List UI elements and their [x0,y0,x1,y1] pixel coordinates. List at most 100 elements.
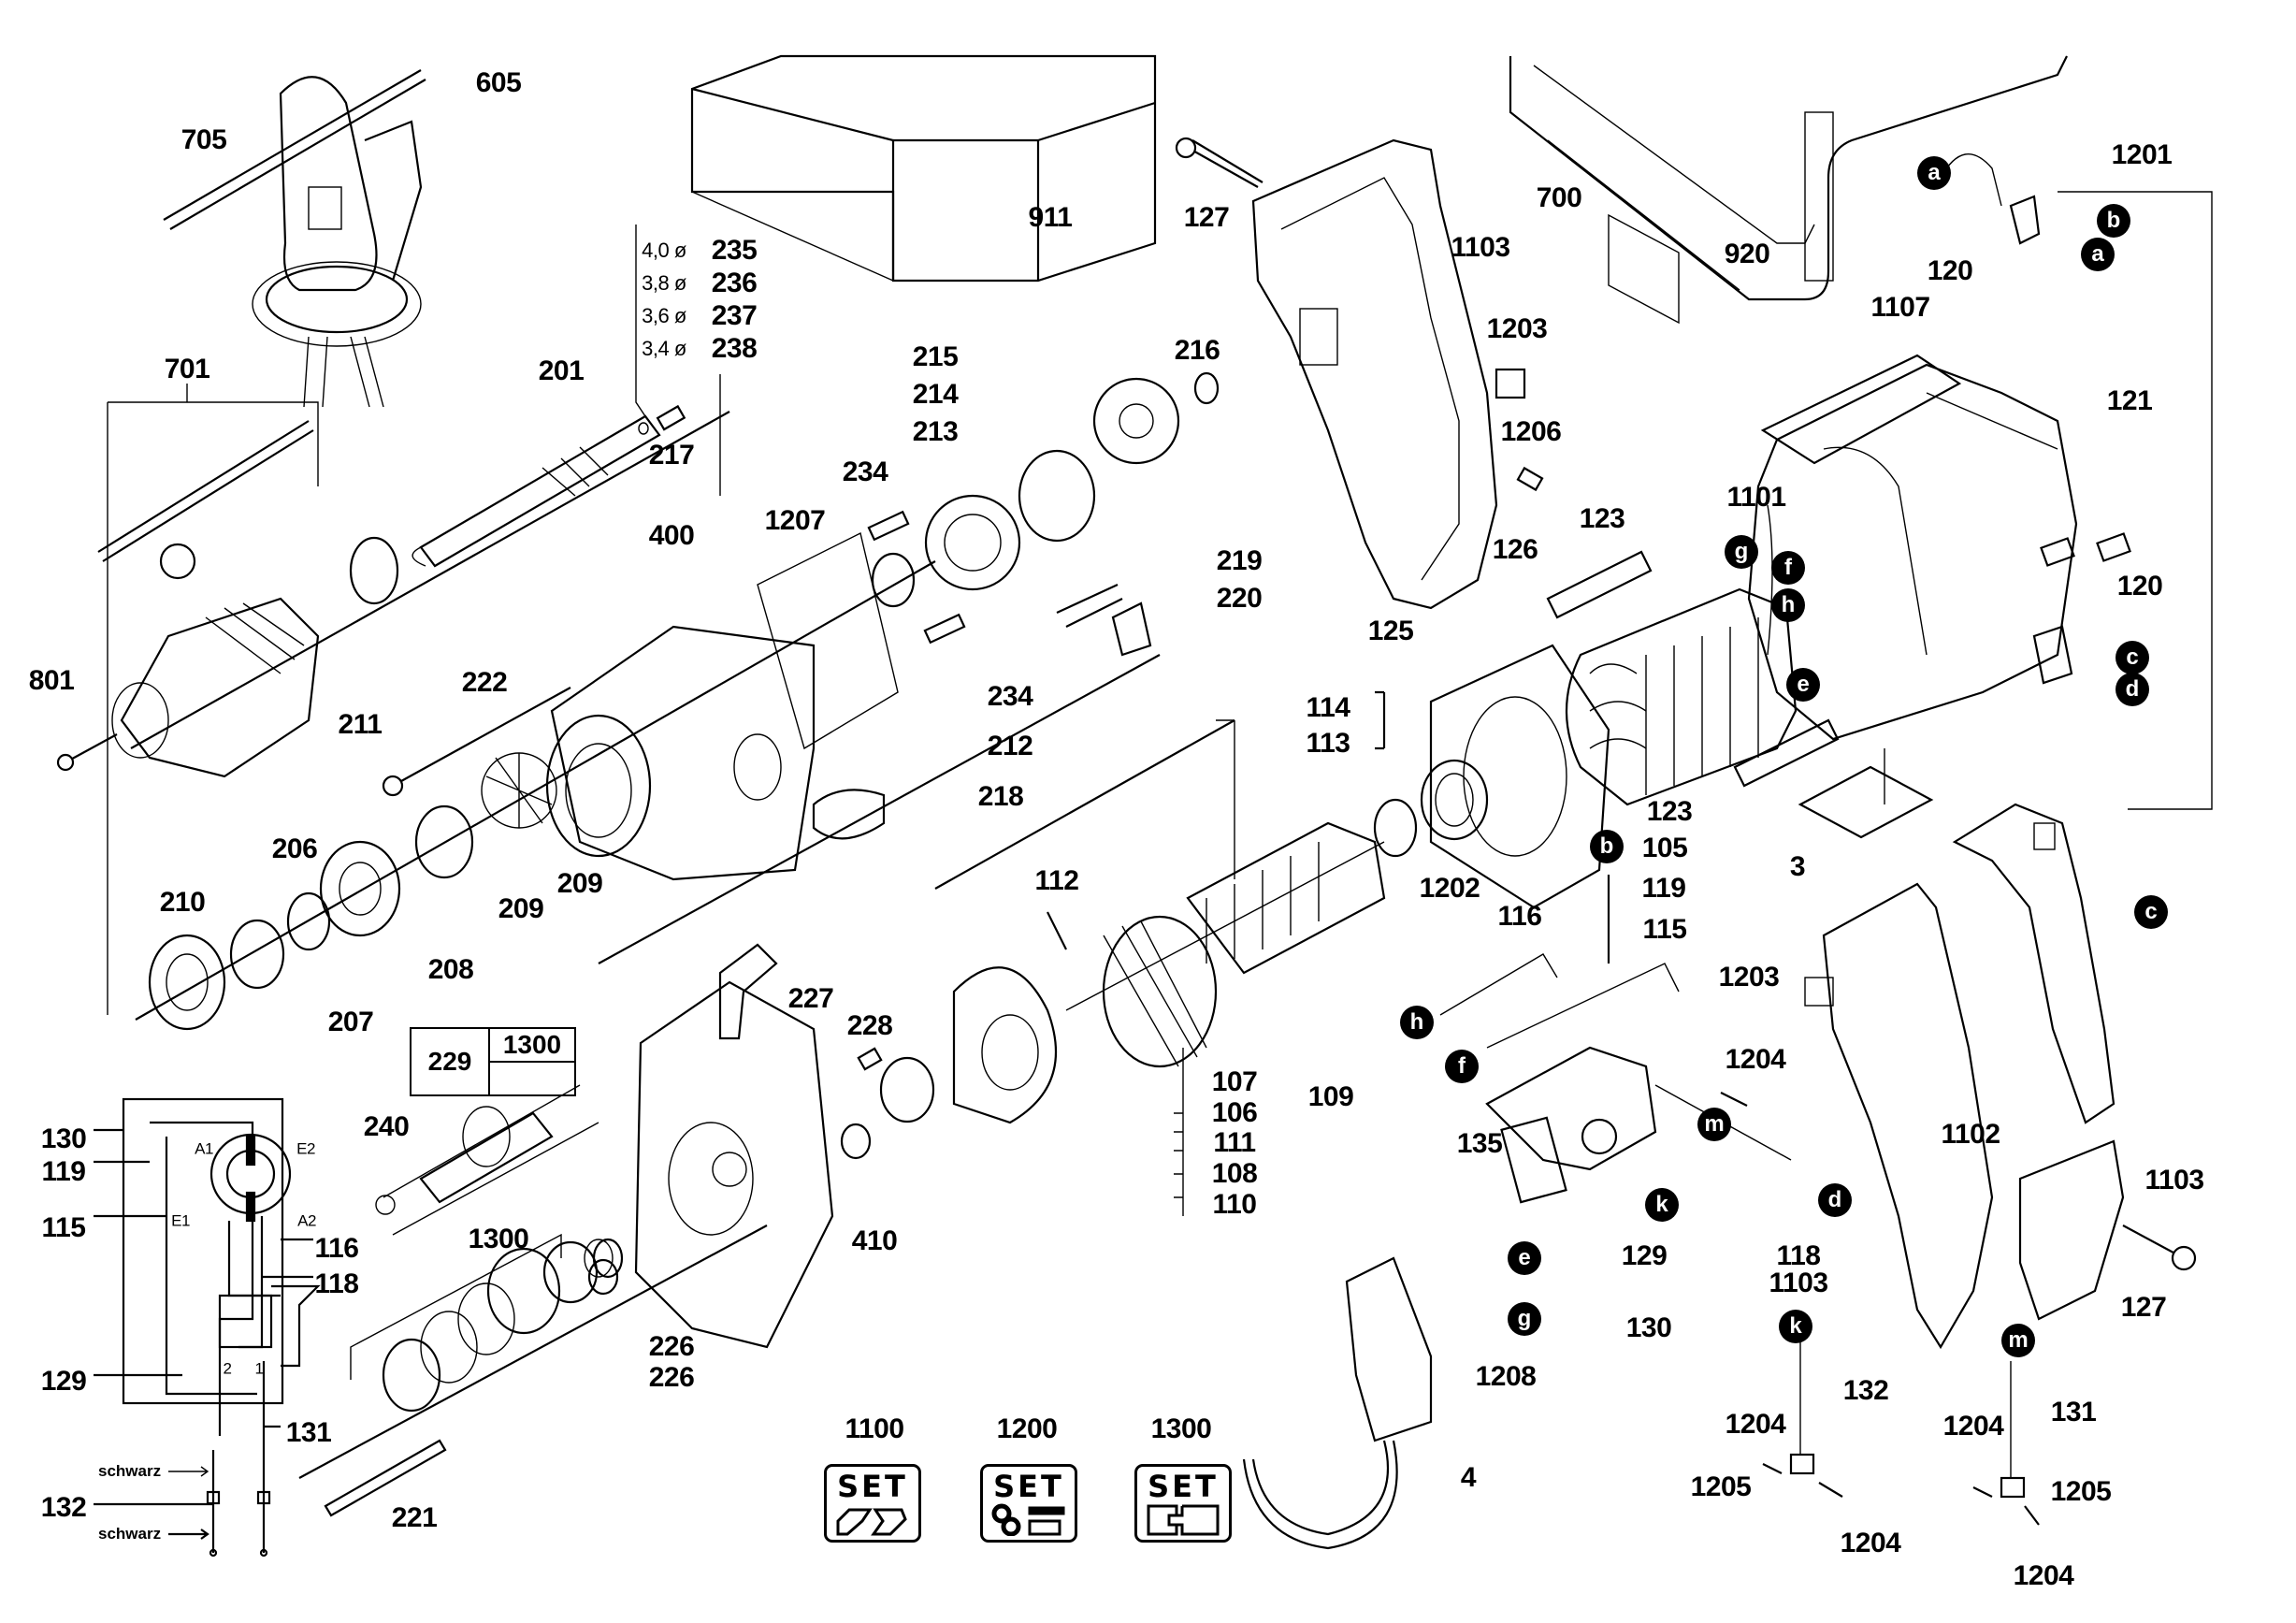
terminal-e2: E2 [296,1139,315,1158]
switch-pin-2: 2 [223,1359,232,1378]
diameter-label: 3,6 ø [642,304,686,327]
part-label-1204c: 1204 [1840,1528,1901,1558]
gasket-drawing [757,531,899,750]
connector-badge-c: c [2134,895,2168,929]
connector-badge-d: d [1818,1183,1852,1217]
set-badge-1200: SET [980,1464,1077,1543]
set-label: SET [1148,1469,1219,1504]
part-label-123: 123 [1579,503,1625,534]
power-cord-drawing [1242,1256,1433,1550]
part-label-221: 221 [391,1502,438,1533]
washer-drawing [286,891,331,951]
diameter-label: 3,8 ø [642,271,686,295]
part-label-116: 116 [1497,901,1542,932]
cover-plate-drawing [1760,354,1962,465]
circlip-drawing [375,1195,396,1215]
part-label-207: 207 [327,1007,374,1037]
part-label-119: 119 [1641,873,1686,904]
part-label-1201: 1201 [2111,139,2173,170]
part-label-131: 131 [2050,1397,2097,1427]
part-label-237: 237 [711,300,758,331]
part-label-127b: 127 [2120,1292,2167,1323]
schematic-label-115: 115 [41,1212,86,1243]
part-label-400: 400 [648,520,695,551]
field-plate-drawing [1546,550,1653,619]
carry-case-drawing [1509,55,2068,301]
knob-drawing [812,789,886,840]
housing-set-icon [836,1508,907,1536]
part-label-215: 215 [912,341,959,372]
set-number-1200: 1200 [996,1413,1058,1444]
terminal-drawing [1789,1453,1815,1475]
part-label-1206: 1206 [1500,416,1562,447]
part-label-911: 911 [1028,202,1073,233]
field-plate-drawing [1733,718,1840,788]
pin-drawing [1516,466,1544,492]
connector-badge-k: k [1779,1310,1812,1343]
handle-halves-drawing [1804,803,2125,1350]
part-label-214: 214 [912,379,959,410]
arrow-icon [168,1466,209,1477]
label-sheet-drawing [1608,213,1680,325]
schematic-label-131: 131 [285,1417,332,1448]
set-label: SET [993,1469,1064,1504]
set-number-1100: 1100 [845,1413,904,1444]
part-label-106: 106 [1211,1097,1258,1128]
part-label-107: 107 [1211,1066,1258,1097]
spring-clip-drawing [1056,584,1123,628]
connector-badge-m: m [2001,1324,2035,1357]
wire-color-label: schwarz [98,1462,162,1480]
connector-badge-f: f [1445,1050,1479,1083]
connector-badge-f: f [1771,551,1805,585]
part-label-211: 211 [338,709,383,740]
screw-head-drawing [1175,137,1197,159]
part-label-227: 227 [787,983,834,1014]
part-label-1103: 1103 [1451,232,1510,263]
connector-badge-b: b [1590,830,1624,863]
pin-drawing [656,404,686,431]
seal-drawing [148,934,226,1031]
side-handle-drawing [163,69,426,408]
switch-pin-1: 1 [254,1359,264,1378]
part-label-135: 135 [1456,1128,1503,1159]
bracket-line [635,225,646,417]
connector-badge-m: m [1697,1108,1731,1141]
part-label-127: 127 [1183,202,1230,233]
diameter-label: 4,0 ø [642,239,686,262]
set-badge-1100: SET [824,1464,921,1543]
schematic-label-116: 116 [314,1233,359,1264]
part-label-120: 120 [1927,255,1973,286]
part-label-801: 801 [28,665,75,696]
clip-drawing [1111,601,1152,657]
pin-drawing [857,1047,883,1071]
part-label-209b: 209 [498,893,544,924]
connector-badge-h: h [1400,1006,1434,1039]
connector-badge-e: e [1786,668,1820,702]
part-label-236: 236 [711,268,758,298]
intermediate-gear-drawing [383,1084,599,1236]
terminal-a1: A1 [195,1139,213,1158]
part-label-1102: 1102 [1941,1119,2000,1150]
screws-small-parts-set-icon [991,1503,1065,1536]
part-label-216: 216 [1174,335,1220,366]
part-label-235: 235 [711,235,758,266]
part-label-1204: 1204 [1725,1044,1786,1075]
stator-drawing [1565,587,1798,806]
connector-badge-d: d [2115,673,2149,706]
part-label-105: 105 [1641,833,1688,863]
connector-badge-e: e [1508,1241,1541,1275]
table-cell-229: 229 [410,1027,490,1096]
part-label-234: 234 [842,456,888,487]
ball-drawing [638,422,649,435]
part-label-1203b: 1203 [1718,962,1780,993]
part-label-130: 130 [1625,1312,1672,1343]
disc-drawing [414,804,474,879]
wiring-schematic [94,1097,321,1558]
bushing-drawing [840,1123,872,1160]
table-cell-empty [488,1061,576,1096]
terminal-drawing [2000,1476,2026,1499]
end-shield-drawing [1429,644,1610,909]
schematic-label-119: 119 [41,1156,86,1187]
part-label-217: 217 [648,440,695,471]
lever-drawing [718,943,778,1040]
